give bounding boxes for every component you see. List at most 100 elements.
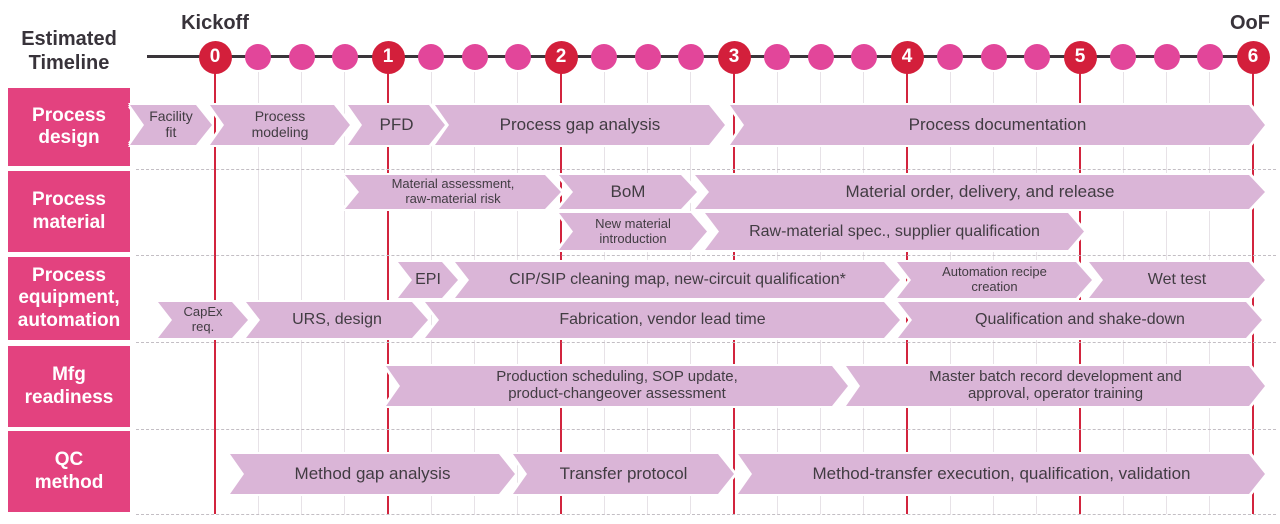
bar-label: CapEx req. — [183, 304, 223, 334]
milestone-dot: 3 — [717, 40, 751, 74]
bar-label: Transfer protocol — [559, 464, 688, 484]
timeline-bar: Qualification and shake-down — [898, 302, 1262, 338]
minor-tick-dot — [764, 44, 791, 70]
bar-label: URS, design — [292, 311, 382, 329]
milestone-number: 5 — [1074, 46, 1086, 67]
timeline-bar-shape: Qualification and shake-down — [898, 302, 1262, 338]
timeline-bar: EPI — [398, 262, 458, 298]
milestone-number: 0 — [209, 46, 221, 67]
timeline-bar: Transfer protocol — [513, 454, 734, 494]
minor-tick-dot — [288, 44, 315, 70]
bar-label: Wet test — [1147, 271, 1207, 289]
minor-tick-dot — [461, 44, 488, 70]
timeline-bar-shape: BoM — [559, 175, 697, 209]
bar-label: Facility fit — [149, 108, 193, 140]
row-separator — [136, 514, 1276, 515]
milestone-gridline — [214, 72, 216, 514]
minor-tick-dot — [677, 44, 704, 70]
minor-tick-dot — [1196, 44, 1223, 70]
timeline-bar-shape: Process modeling — [210, 105, 350, 145]
minor-gridline — [344, 72, 346, 514]
timeline-bar: Raw-material spec., supplier qualificati… — [705, 213, 1084, 250]
timeline-bar: Master batch record development and appr… — [846, 366, 1265, 406]
bar-label: New material introduction — [595, 215, 671, 246]
row-separator — [136, 429, 1276, 430]
milestone-number: 3 — [728, 46, 740, 67]
timeline-bar: CapEx req. — [158, 302, 248, 338]
bar-label: Master batch record development and appr… — [929, 368, 1182, 402]
bar-label: Automation recipe creation — [942, 264, 1047, 294]
timeline-bar-shape: Process gap analysis — [435, 105, 725, 145]
timeline-bar-shape: Material assessment, raw-material risk — [345, 175, 561, 209]
row-separator — [136, 255, 1276, 256]
timeline-bar-shape: URS, design — [246, 302, 428, 338]
bar-label: Process gap analysis — [499, 115, 661, 135]
minor-gridline — [301, 72, 302, 514]
timeline-bar: Production scheduling, SOP update, produ… — [386, 366, 848, 406]
timeline-bar: Material assessment, raw-material risk — [345, 175, 561, 209]
minor-tick-dot — [418, 44, 445, 70]
milestone-number: 2 — [555, 46, 567, 67]
bar-label: Raw-material spec., supplier qualificati… — [749, 222, 1040, 240]
bar-label: Method gap analysis — [294, 464, 451, 484]
timeline-bar: Material order, delivery, and release — [695, 175, 1265, 209]
timeline-bar: Method gap analysis — [230, 454, 515, 494]
row-label-2: Process equipment, automation — [8, 257, 130, 340]
minor-tick-dot — [980, 44, 1007, 70]
timeline-bar: PFD — [348, 105, 445, 145]
row-separator — [136, 342, 1276, 343]
timeline-bar-shape: PFD — [348, 105, 445, 145]
timeline-bar: Process gap analysis — [435, 105, 725, 145]
row-label-1: Process material — [8, 171, 130, 252]
minor-tick-dot — [937, 44, 964, 70]
minor-gridline — [257, 72, 259, 514]
bar-label: Fabrication, vendor lead time — [559, 311, 766, 329]
bar-label: Process modeling — [251, 108, 309, 140]
timeline-bar-shape: Fabrication, vendor lead time — [425, 302, 900, 338]
timeline-bar: Process modeling — [210, 105, 350, 145]
bar-label: Qualification and shake-down — [975, 311, 1185, 329]
timeline-bar-shape: Method-transfer execution, qualification… — [738, 454, 1265, 494]
timeline-bar: Process documentation — [730, 105, 1265, 145]
timeline-bar: Method-transfer execution, qualification… — [738, 454, 1265, 494]
minor-tick-dot — [634, 44, 661, 70]
minor-tick-dot — [591, 44, 618, 70]
timeline-bar: Fabrication, vendor lead time — [425, 302, 900, 338]
timeline-bar-shape: EPI — [398, 262, 458, 298]
milestone-dot: 1 — [371, 40, 405, 74]
timeline-bar-shape: New material introduction — [559, 213, 707, 250]
timeline-bar-shape: Master batch record development and appr… — [846, 366, 1265, 406]
timeline-bar: CIP/SIP cleaning map, new-circuit qualif… — [455, 262, 900, 298]
timeline-bar-shape: CapEx req. — [158, 302, 248, 338]
milestone-dot: 4 — [890, 40, 924, 74]
minor-tick-dot — [1110, 44, 1137, 70]
milestone-number: 4 — [901, 46, 913, 67]
kickoff-label: Kickoff — [181, 12, 249, 34]
row-label-0: Process design — [8, 88, 130, 166]
timeline-bar-shape: Process documentation — [730, 105, 1265, 145]
timeline-bar-shape: Facility fit — [130, 105, 212, 145]
bar-label: Method-transfer execution, qualification… — [812, 464, 1191, 484]
bar-label: Production scheduling, SOP update, produ… — [496, 368, 738, 402]
bar-label: PFD — [379, 115, 414, 135]
minor-tick-dot — [1023, 44, 1050, 70]
bar-label: CIP/SIP cleaning map, new-circuit qualif… — [509, 271, 846, 289]
minor-tick-dot — [331, 44, 358, 70]
minor-tick-dot — [245, 44, 272, 70]
timeline-bar-shape: Wet test — [1089, 262, 1265, 298]
milestone-dot: 0 — [198, 40, 232, 74]
timeline-bar-shape: Transfer protocol — [513, 454, 734, 494]
timeline-bar-shape: Material order, delivery, and release — [695, 175, 1265, 209]
timeline-bar: Automation recipe creation — [897, 262, 1092, 298]
row-label-3: Mfg readiness — [8, 346, 130, 427]
milestone-dot: 5 — [1063, 40, 1097, 74]
row-label-4: QC method — [8, 431, 130, 512]
milestone-gridline — [387, 72, 389, 514]
timeline-bar-shape: Automation recipe creation — [897, 262, 1092, 298]
bar-label: Material order, delivery, and release — [845, 182, 1115, 202]
milestone-dot: 2 — [544, 40, 578, 74]
row-separator — [136, 169, 1276, 170]
bar-label: Material assessment, raw-material risk — [391, 176, 515, 206]
timeline-bar: BoM — [559, 175, 697, 209]
